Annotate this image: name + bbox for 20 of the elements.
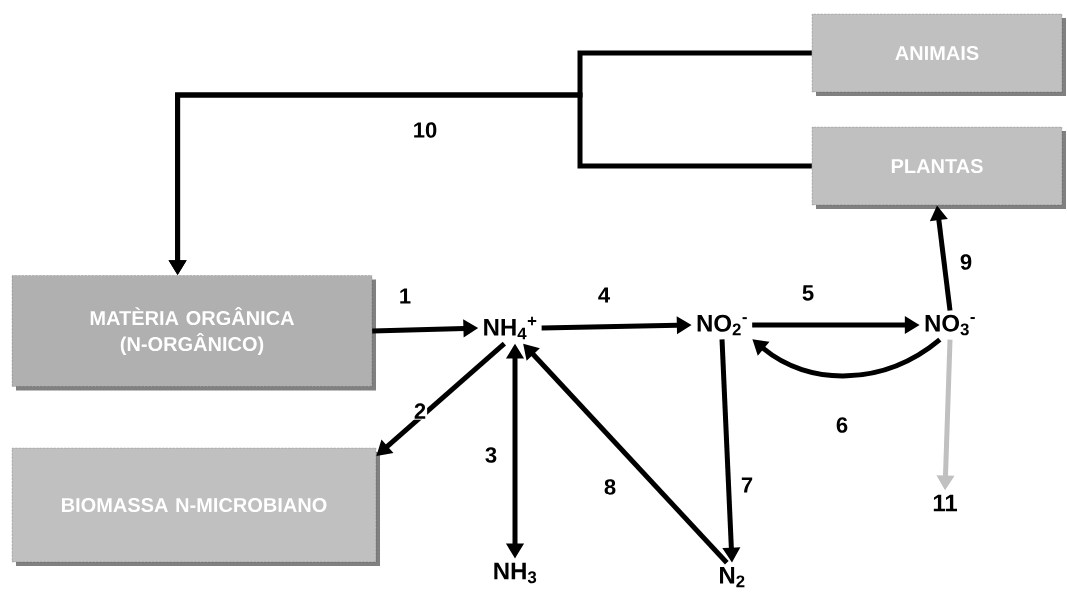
chemical-label: NH$_{3}$ — [494, 562, 537, 584]
process-box: PLANTAS — [811, 126, 1066, 209]
chemical-label: NO$_{3}$- — [925, 314, 975, 336]
chemical-label: NO$_{2}$- — [697, 314, 747, 336]
process-box: ANIMAIS — [811, 13, 1066, 96]
edge-label: 7 — [739, 476, 755, 494]
edge-label: 6 — [834, 416, 850, 434]
edge-label: 5 — [800, 284, 816, 302]
edge-label: 10 — [411, 121, 439, 139]
process-box: MATÈRIA ORGÂNICA (N-ORGÂNICO) — [11, 275, 376, 391]
edge-label: 1 — [397, 287, 413, 305]
edge-label: 2 — [412, 402, 428, 420]
edge-label: 8 — [602, 478, 618, 496]
edge-label: 9 — [958, 253, 974, 271]
chemical-label: NH$_{4}$+ — [484, 316, 537, 340]
edge-label: 3 — [483, 446, 499, 464]
edge-label: 4 — [596, 286, 612, 304]
chemical-label: 11 — [933, 494, 957, 512]
process-box: BIOMASSA N-MICROBIANO — [11, 447, 380, 566]
chemical-label: N$_{2}$ — [720, 566, 745, 588]
